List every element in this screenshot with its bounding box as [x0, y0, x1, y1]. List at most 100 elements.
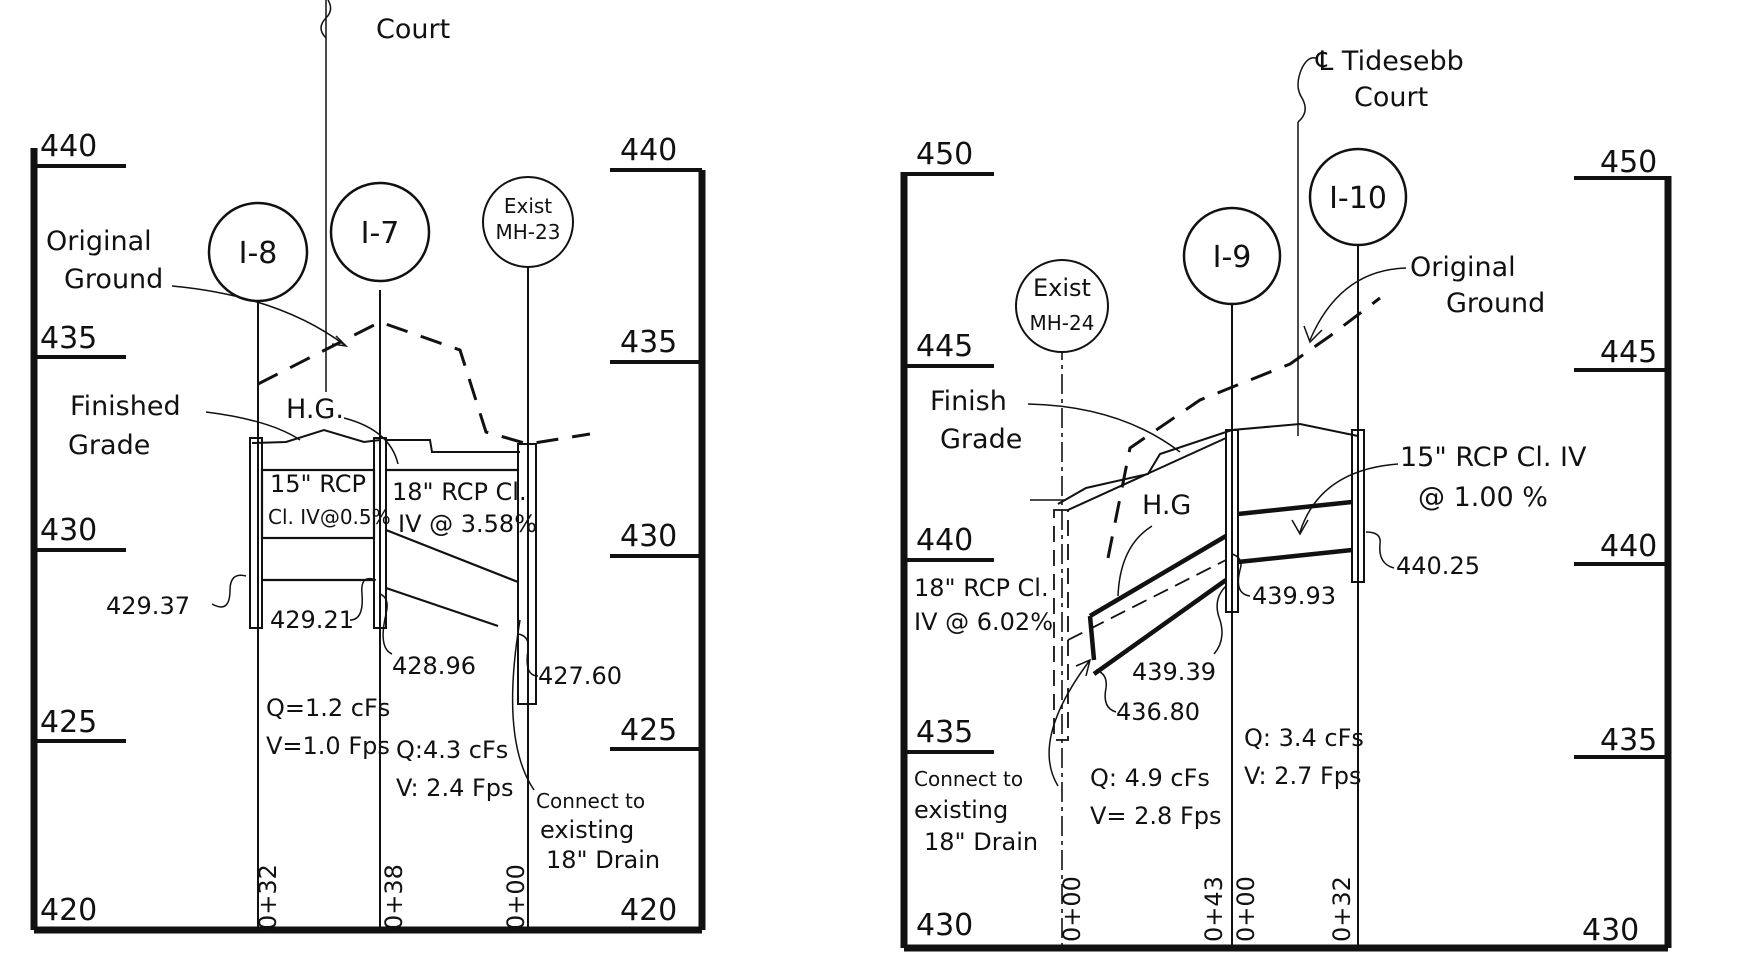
left-flow-a-v: V=1.0 Fps — [266, 732, 390, 760]
left-invert-429-21-leader — [349, 577, 377, 621]
left-invert-429-37-leader — [211, 574, 247, 608]
right-pipe-18in-hg — [1067, 559, 1227, 641]
right-flow-a-v: V= 2.8 Fps — [1090, 802, 1222, 830]
right-elev-right-445: 445 — [1600, 335, 1657, 370]
right-station-0-32: 0+32 — [1328, 876, 1356, 942]
i10-inlet-box — [1351, 429, 1365, 583]
right-profile: 450 445 440 435 430 450 445 440 435 430 … — [900, 46, 1672, 952]
right-finish-grade-label-1: Finish — [930, 386, 1007, 417]
right-pipe-b-arrow — [1291, 519, 1309, 536]
left-hg-label: H.G. — [286, 394, 344, 425]
right-pipe-a-label-1: 18" RCP Cl. — [914, 574, 1049, 602]
left-connect-note-2: existing — [540, 816, 634, 844]
right-elev-right-440: 440 — [1600, 529, 1657, 564]
i8-inlet-box — [249, 437, 263, 629]
left-finished-grade-leader — [205, 411, 301, 441]
right-invert-436-80-leader — [1095, 669, 1117, 713]
left-profile-frame — [30, 148, 706, 934]
structure-i10: I-10 — [1308, 147, 1408, 247]
left-connect-leader — [511, 619, 535, 791]
right-pipe-b-leader — [1299, 463, 1399, 533]
left-pipe-b-label-2: IV @ 3.58% — [398, 510, 537, 538]
left-pipe-a-label-1: 15" RCP — [270, 470, 366, 498]
existing-mh-24: Exist MH-24 — [1015, 259, 1109, 353]
left-original-ground-line — [257, 320, 591, 446]
left-invert-428-96-leader — [379, 593, 393, 655]
left-elev-left-435: 435 — [40, 321, 97, 356]
left-finished-grade-line-2 — [386, 439, 520, 453]
right-finish-grade-leader — [1027, 403, 1181, 453]
right-pipe-b-label-1: 15" RCP Cl. IV — [1400, 442, 1587, 473]
i9-inlet-box — [1225, 429, 1239, 613]
left-elev-right-425: 425 — [620, 713, 677, 748]
right-connect-arrow — [1075, 658, 1092, 677]
right-pipe-18in-soffit — [1087, 578, 1228, 676]
right-elev-left-430: 430 — [916, 908, 973, 943]
mh24-wall — [1053, 509, 1069, 741]
right-finished-grade-line — [1057, 422, 1359, 505]
left-elev-right-440: 440 — [620, 133, 677, 168]
svg-text:I-9: I-9 — [1213, 240, 1252, 275]
right-elev-left-440: 440 — [916, 523, 973, 558]
right-invert-440-25-leader — [1365, 531, 1395, 569]
right-elev-right-450: 450 — [1600, 145, 1657, 180]
right-elev-left-435: 435 — [916, 715, 973, 750]
right-pipe-18in-crown — [1067, 437, 1227, 511]
left-elev-left-430: 430 — [40, 513, 97, 548]
svg-text:MH-24: MH-24 — [1030, 311, 1095, 335]
left-original-ground-leader — [171, 285, 347, 347]
left-flow-b-v: V: 2.4 Fps — [396, 774, 514, 802]
left-invert-429-37: 429.37 — [106, 592, 190, 620]
left-profile: 440 435 430 425 420 440 435 430 425 420 … — [30, 0, 706, 934]
left-elev-right-420: 420 — [620, 893, 677, 928]
left-finished-grade-line — [251, 428, 381, 444]
right-connect-note-1: Connect to — [914, 767, 1023, 791]
left-connect-note-1: Connect to — [536, 789, 645, 813]
left-connect-note-3: 18" Drain — [546, 846, 660, 874]
left-hg-leader — [343, 417, 399, 465]
right-connect-leader — [1048, 659, 1091, 787]
structure-i9: I-9 — [1182, 206, 1282, 306]
right-elev-right-430: 430 — [1582, 913, 1639, 948]
right-hg-leader — [1117, 525, 1153, 597]
svg-text:I-10: I-10 — [1329, 181, 1387, 216]
right-pipe-a-label-2: IV @ 6.02% — [914, 608, 1053, 636]
left-pipe-18in-mid — [385, 528, 519, 584]
left-finished-grade-label-1: Finished — [70, 391, 181, 422]
right-street-label-1: ℄ Tidesebb — [1315, 46, 1464, 77]
left-pipe-15in-crown — [260, 468, 376, 540]
right-connect-note-3: 18" Drain — [924, 828, 1038, 856]
right-original-ground-label-2: Ground — [1446, 288, 1545, 319]
left-street-leader — [320, 0, 332, 39]
right-pipe-15in-invert — [1237, 547, 1353, 565]
left-invert-429-21: 429.21 — [270, 606, 354, 634]
right-original-ground-label-1: Original — [1410, 252, 1516, 283]
left-station-0-38: 0+38 — [380, 864, 408, 930]
right-elev-left-445: 445 — [916, 329, 973, 364]
right-pipe-b-label-2: @ 1.00 % — [1418, 482, 1548, 513]
right-invert-439-93-leader — [1231, 553, 1251, 597]
left-flow-a-q: Q=1.2 cFs — [266, 694, 390, 722]
right-invert-436-80: 436.80 — [1116, 698, 1200, 726]
left-elev-left-420: 420 — [40, 893, 97, 928]
right-street-leader — [1297, 56, 1317, 123]
structure-i8: I-8 — [207, 201, 309, 303]
left-invert-427-60: 427.60 — [538, 662, 622, 690]
right-elev-right-435: 435 — [1600, 723, 1657, 758]
svg-text:I-7: I-7 — [361, 216, 400, 251]
right-invert-440-25: 440.25 — [1396, 552, 1480, 580]
right-pipe-15in-crown — [1237, 499, 1353, 517]
mh23-wall — [517, 443, 537, 705]
left-pipe-b-label-1: 18" RCP Cl. — [392, 478, 527, 506]
left-pipe-18in-invert — [385, 586, 499, 628]
right-original-ground-line — [1106, 296, 1381, 559]
left-finished-grade-label-2: Grade — [68, 430, 150, 461]
right-invert-439-93: 439.93 — [1252, 582, 1336, 610]
right-street-label-2: Court — [1354, 82, 1428, 113]
left-elev-right-430: 430 — [620, 519, 677, 554]
right-station-0-43: 0+43 — [1200, 876, 1228, 942]
left-elev-left-440: 440 — [40, 129, 97, 164]
existing-mh-23: Exist MH-23 — [482, 176, 574, 268]
left-elev-right-435: 435 — [620, 325, 677, 360]
left-elev-left-425: 425 — [40, 705, 97, 740]
